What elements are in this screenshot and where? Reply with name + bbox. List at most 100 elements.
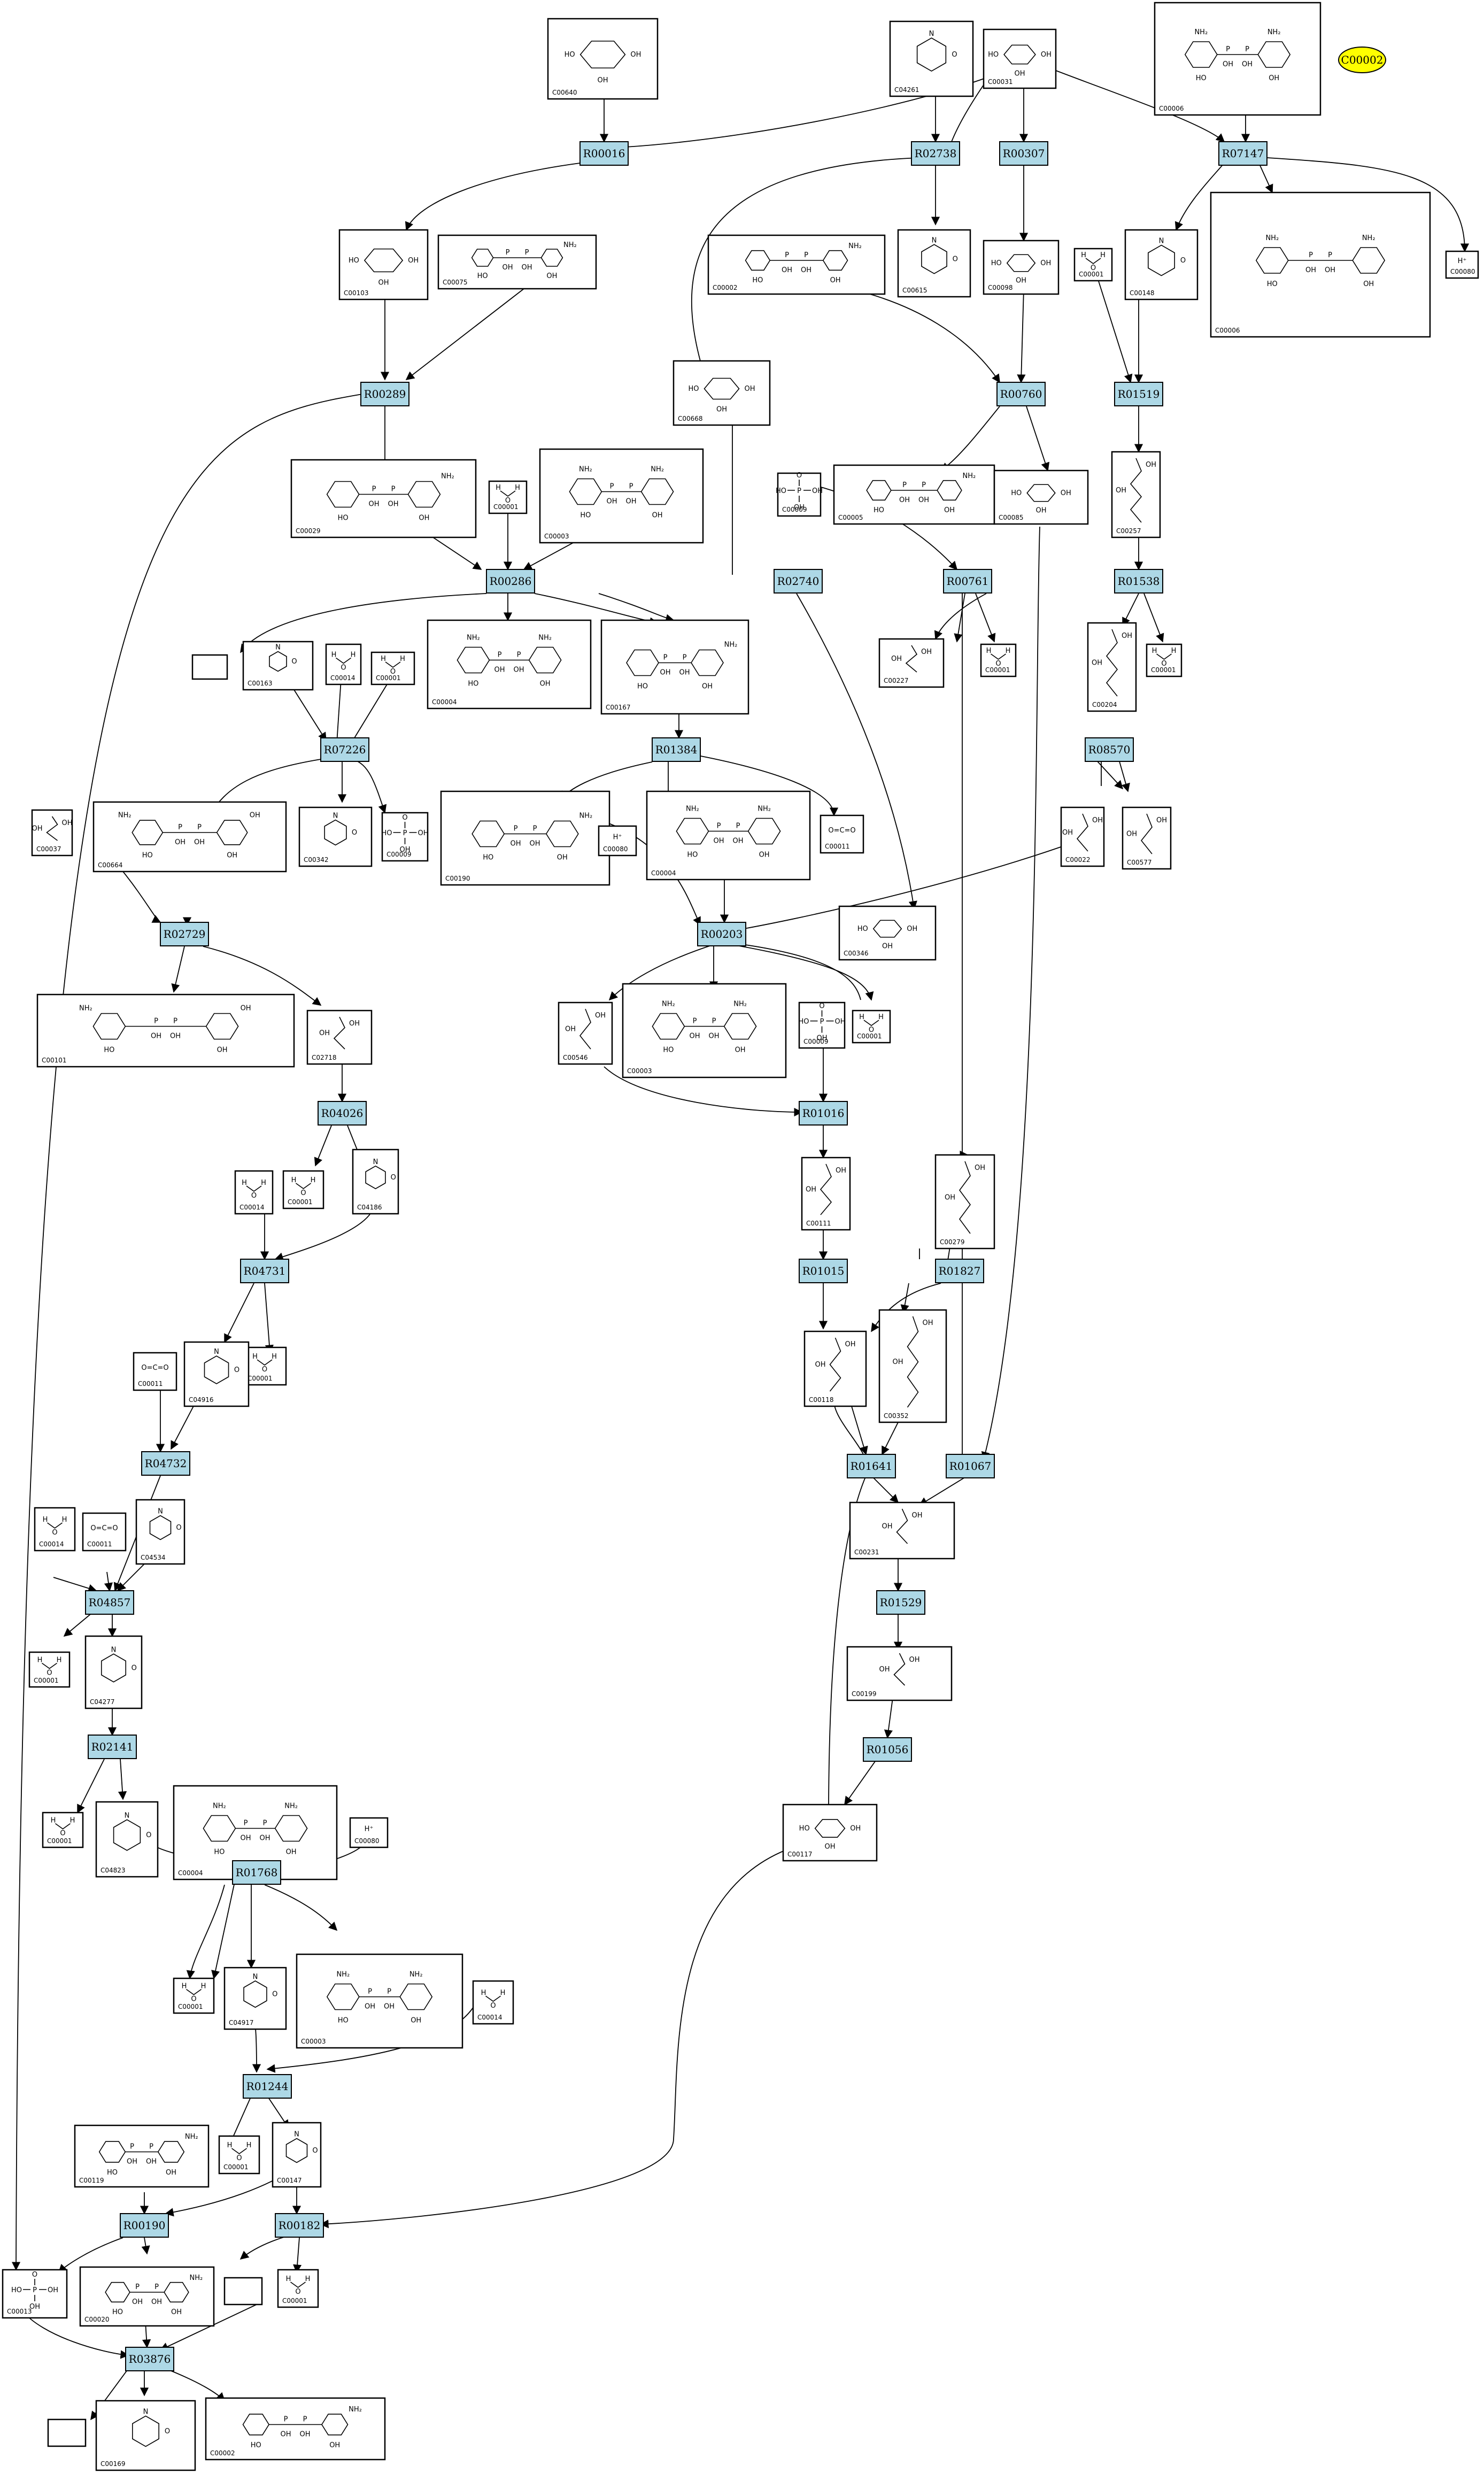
reaction-node-r08570[interactable]: R08570	[1085, 737, 1134, 762]
reaction-node-r04731[interactable]: R04731	[240, 1259, 289, 1283]
reaction-node-r00760[interactable]: R00760	[996, 382, 1046, 406]
reaction-node-r01641[interactable]: R01641	[847, 1454, 896, 1478]
reaction-node-r04732[interactable]: R04732	[141, 1451, 190, 1476]
compound-node-c00090[interactable]	[191, 654, 228, 680]
reaction-node-r00182[interactable]: R00182	[275, 2213, 324, 2238]
reaction-node-r07147[interactable]: R07147	[1218, 141, 1267, 166]
reaction-node-r01067[interactable]: R01067	[946, 1454, 995, 1478]
reaction-node-r00307[interactable]: R00307	[999, 141, 1048, 166]
reaction-node-r00190[interactable]: R00190	[120, 2213, 169, 2238]
reaction-node-r01529[interactable]: R01529	[876, 1590, 925, 1615]
reaction-node-r02738[interactable]: R02738	[911, 141, 960, 166]
compound-node-blank1[interactable]	[223, 2277, 263, 2306]
reaction-node-r00761[interactable]: R00761	[943, 569, 992, 594]
reaction-node-r01384[interactable]: R01384	[652, 737, 701, 762]
reaction-node-r07226[interactable]: R07226	[320, 737, 369, 762]
reaction-node-r01827[interactable]: R01827	[935, 1259, 984, 1283]
reaction-node-r00016[interactable]: R00016	[579, 141, 629, 166]
reaction-node-r02729[interactable]: R02729	[160, 922, 209, 946]
reaction-node-r01519[interactable]: R01519	[1114, 382, 1163, 406]
reaction-node-r01015[interactable]: R01015	[799, 1259, 848, 1283]
highlighted-compound[interactable]: C00002	[1338, 47, 1386, 73]
reaction-node-r01056[interactable]: R01056	[863, 1737, 912, 1762]
reaction-node-r04026[interactable]: R04026	[318, 1101, 367, 1126]
reaction-node-r01538[interactable]: R01538	[1114, 569, 1163, 594]
reaction-node-r00286[interactable]: R00286	[486, 569, 535, 594]
reaction-node-r04857[interactable]: R04857	[85, 1590, 134, 1615]
compound-node-blank2[interactable]	[47, 2418, 87, 2447]
reaction-node-r02141[interactable]: R02141	[88, 1735, 137, 1759]
reaction-node-r01016[interactable]: R01016	[799, 1101, 848, 1126]
